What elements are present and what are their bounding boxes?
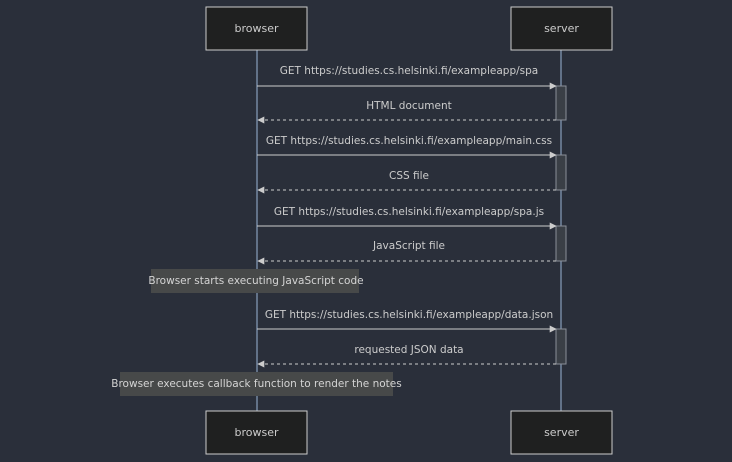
message-3: GET https://studies.cs.helsinki.fi/examp… bbox=[257, 135, 557, 159]
actor-server-bottom-label: server bbox=[544, 426, 579, 439]
note-text: Browser executes callback function to re… bbox=[111, 378, 401, 390]
message-6: JavaScript file bbox=[257, 240, 556, 265]
message-label: GET https://studies.cs.helsinki.fi/examp… bbox=[280, 65, 538, 77]
message-4: CSS file bbox=[257, 170, 556, 194]
actor-server-top: server bbox=[510, 6, 613, 51]
note-2: Browser executes callback function to re… bbox=[111, 372, 402, 396]
message-label: GET https://studies.cs.helsinki.fi/examp… bbox=[266, 135, 552, 147]
message-8: requested JSON data bbox=[257, 344, 556, 368]
actor-browser-bottom-label: browser bbox=[234, 426, 278, 439]
message-1: GET https://studies.cs.helsinki.fi/examp… bbox=[257, 65, 557, 90]
actor-browser-bottom: browser bbox=[205, 410, 308, 455]
message-label: JavaScript file bbox=[372, 240, 445, 252]
server-activation-1 bbox=[555, 85, 567, 121]
message-label: GET https://studies.cs.helsinki.fi/examp… bbox=[274, 206, 544, 218]
message-5: GET https://studies.cs.helsinki.fi/examp… bbox=[257, 206, 557, 230]
message-2: HTML document bbox=[257, 100, 556, 124]
message-label: HTML document bbox=[366, 100, 452, 112]
actor-browser-top: browser bbox=[205, 6, 308, 51]
actor-browser-top-label: browser bbox=[234, 22, 278, 35]
message-label: CSS file bbox=[389, 170, 429, 182]
actor-server-bottom: server bbox=[510, 410, 613, 455]
message-label: requested JSON data bbox=[354, 344, 463, 356]
message-7: GET https://studies.cs.helsinki.fi/examp… bbox=[257, 309, 557, 333]
server-activation-2 bbox=[555, 154, 567, 191]
message-label: GET https://studies.cs.helsinki.fi/examp… bbox=[265, 309, 553, 321]
note-text: Browser starts executing JavaScript code bbox=[148, 275, 363, 287]
note-1: Browser starts executing JavaScript code bbox=[148, 269, 364, 293]
server-activation-4 bbox=[555, 328, 567, 365]
actor-server-top-label: server bbox=[544, 22, 579, 35]
server-activation-3 bbox=[555, 225, 567, 262]
